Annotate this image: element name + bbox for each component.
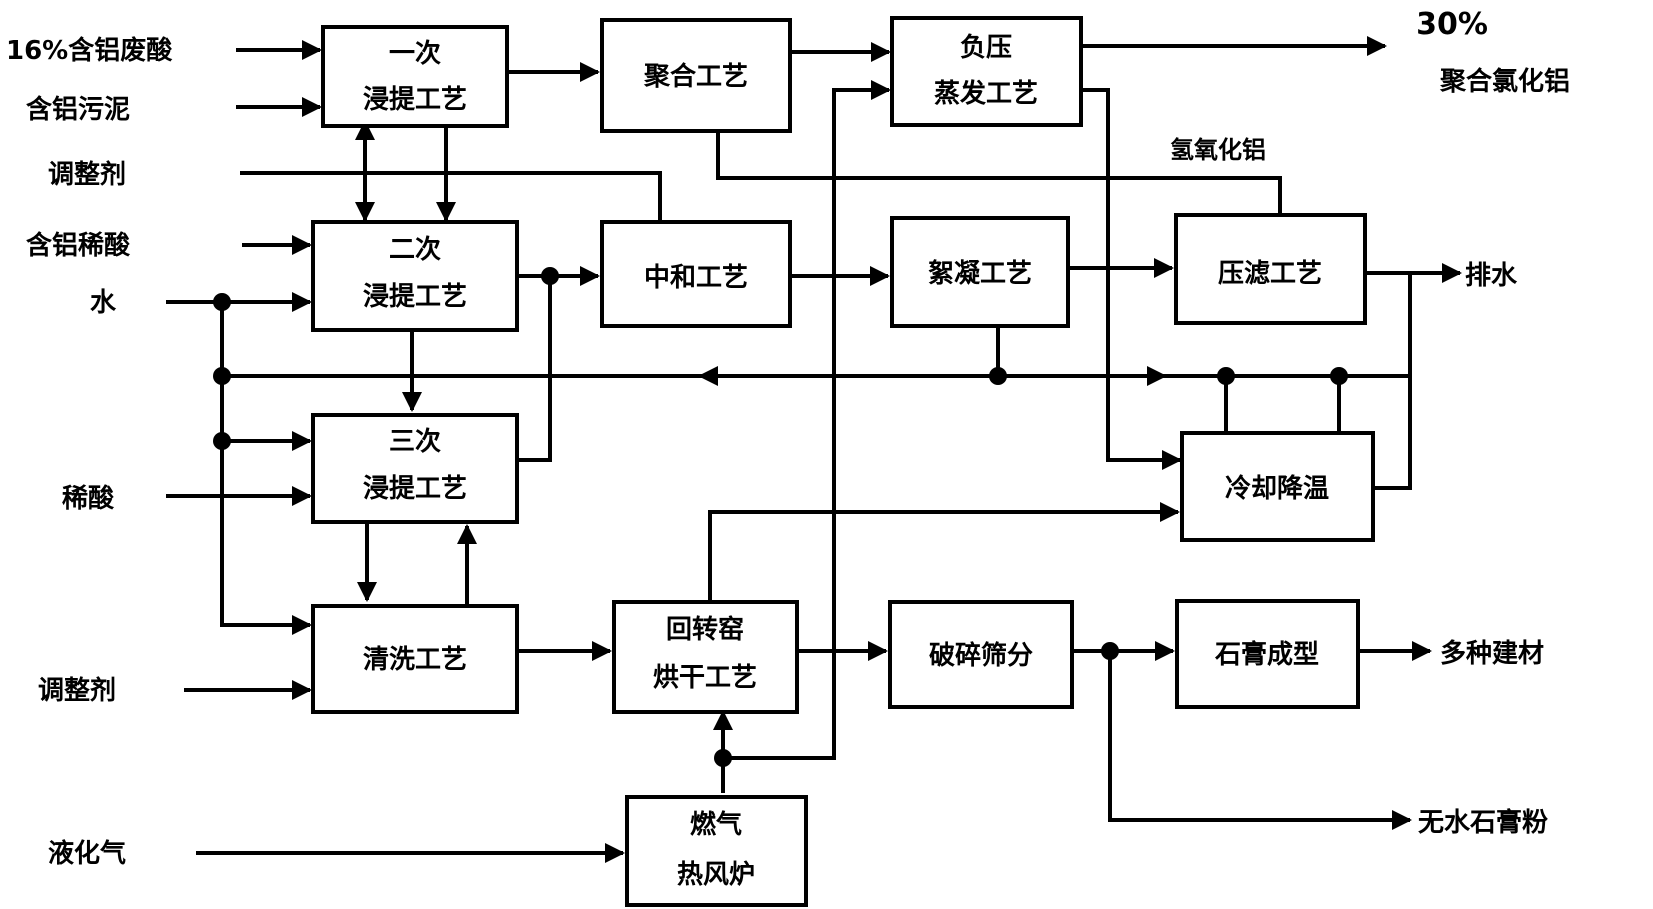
input-al-sludge: 含铝污泥: [26, 94, 130, 125]
output-labels: 30% 聚合氯化铝 氢氧化铝 排水 多种建材 无水石膏粉: [1170, 7, 1570, 838]
evap-line2: 蒸发工艺: [934, 78, 1038, 109]
arrow-evap-to-cooling: [1081, 88, 1182, 470]
leach2-box: 二次 浸提工艺: [311, 220, 519, 332]
leach2-line1: 二次: [389, 235, 441, 265]
neutral-box: 中和工艺: [600, 220, 792, 328]
junction-dot: [213, 367, 231, 385]
kiln-line1: 回转窑: [666, 614, 744, 645]
input-water: 水: [90, 288, 117, 318]
arrow-kiln-to-cooling: [708, 502, 1180, 602]
output-pac-name: 聚合氯化铝: [1439, 66, 1570, 97]
output-pac-percent: 30%: [1416, 7, 1488, 42]
leach3-box: 三次 浸提工艺: [311, 413, 519, 524]
polymer-box: 聚合工艺: [600, 18, 792, 133]
arrow-crush-to-anhydrous: [1108, 651, 1412, 830]
input-labels: 16%含铝废酸 含铝污泥 调整剂 含铝稀酸 水 稀酸 调整剂 液化气: [6, 35, 173, 869]
leach1-line1: 一次: [389, 39, 441, 69]
connectors: [166, 36, 1462, 863]
gypsum-form-label: 石膏成型: [1214, 639, 1319, 670]
furnace-line2: 热风炉: [677, 860, 755, 890]
line-filter-to-cooling: [1373, 273, 1412, 490]
cool-label: 冷却降温: [1225, 473, 1329, 504]
kiln-box: 回转窑 烘干工艺: [612, 600, 799, 714]
junction-dot: [714, 749, 732, 767]
leach2-line2: 浸提工艺: [363, 282, 467, 312]
arrow-water-to-wash: [220, 302, 312, 635]
input-lpg: 液化气: [48, 838, 126, 869]
junction-dot: [213, 293, 231, 311]
output-anhydrous-gypsum: 无水石膏粉: [1418, 807, 1548, 838]
furnace-box: 燃气 热风炉: [625, 795, 808, 907]
output-discharge: 排水: [1465, 261, 1518, 291]
line-polymer-to-filter: [716, 131, 1282, 215]
filter-label: 压滤工艺: [1218, 259, 1322, 289]
input-adjuster-2: 调整剂: [38, 675, 116, 706]
junction-dot: [541, 267, 559, 285]
polymer-label: 聚合工艺: [643, 61, 748, 92]
input-adjuster-1: 调整剂: [48, 159, 126, 190]
evap-box: 负压 蒸发工艺: [890, 16, 1083, 127]
leach1-line2: 浸提工艺: [363, 85, 467, 115]
arrow-furnace-to-evap: [723, 80, 891, 760]
evap-line1: 负压: [960, 33, 1012, 63]
junction-dots: [213, 267, 1348, 767]
leach3-line2: 浸提工艺: [363, 474, 467, 504]
filter-box: 压滤工艺: [1174, 213, 1367, 325]
junction-dot: [1217, 367, 1235, 385]
junction-dot: [1101, 642, 1119, 660]
input-al-dilute-acid: 含铝稀酸: [26, 230, 131, 261]
junction-dot: [213, 432, 231, 450]
process-boxes: 一次 浸提工艺 二次 浸提工艺 三次 浸提工艺 清洗工艺 聚合工艺 负压 蒸发工…: [311, 16, 1375, 907]
line-adjuster-to-neutral: [240, 171, 662, 222]
settle-box: 絮凝工艺: [890, 216, 1070, 328]
input-dilute-acid: 稀酸: [62, 484, 115, 514]
input-acid16: 16%含铝废酸: [6, 35, 173, 66]
wash-label: 清洗工艺: [363, 645, 467, 675]
output-building-materials: 多种建材: [1440, 639, 1544, 669]
gypsum-form-box: 石膏成型: [1175, 599, 1360, 709]
crush-label: 破碎筛分: [929, 640, 1033, 671]
neutral-label: 中和工艺: [644, 263, 748, 293]
junction-dot: [989, 367, 1007, 385]
junction-dot: [1330, 367, 1348, 385]
settle-label: 絮凝工艺: [928, 258, 1032, 289]
kiln-line2: 烘干工艺: [653, 663, 757, 693]
furnace-line1: 燃气: [690, 809, 742, 840]
crush-box: 破碎筛分: [888, 600, 1074, 709]
leach1-box: 一次 浸提工艺: [321, 25, 509, 128]
wash-box: 清洗工艺: [311, 604, 519, 714]
line-leach3-to-neutral: [517, 276, 552, 462]
leach3-line1: 三次: [389, 427, 441, 457]
label-al-hydroxide: 氢氧化铝: [1170, 136, 1266, 164]
cool-box: 冷却降温: [1180, 431, 1375, 542]
